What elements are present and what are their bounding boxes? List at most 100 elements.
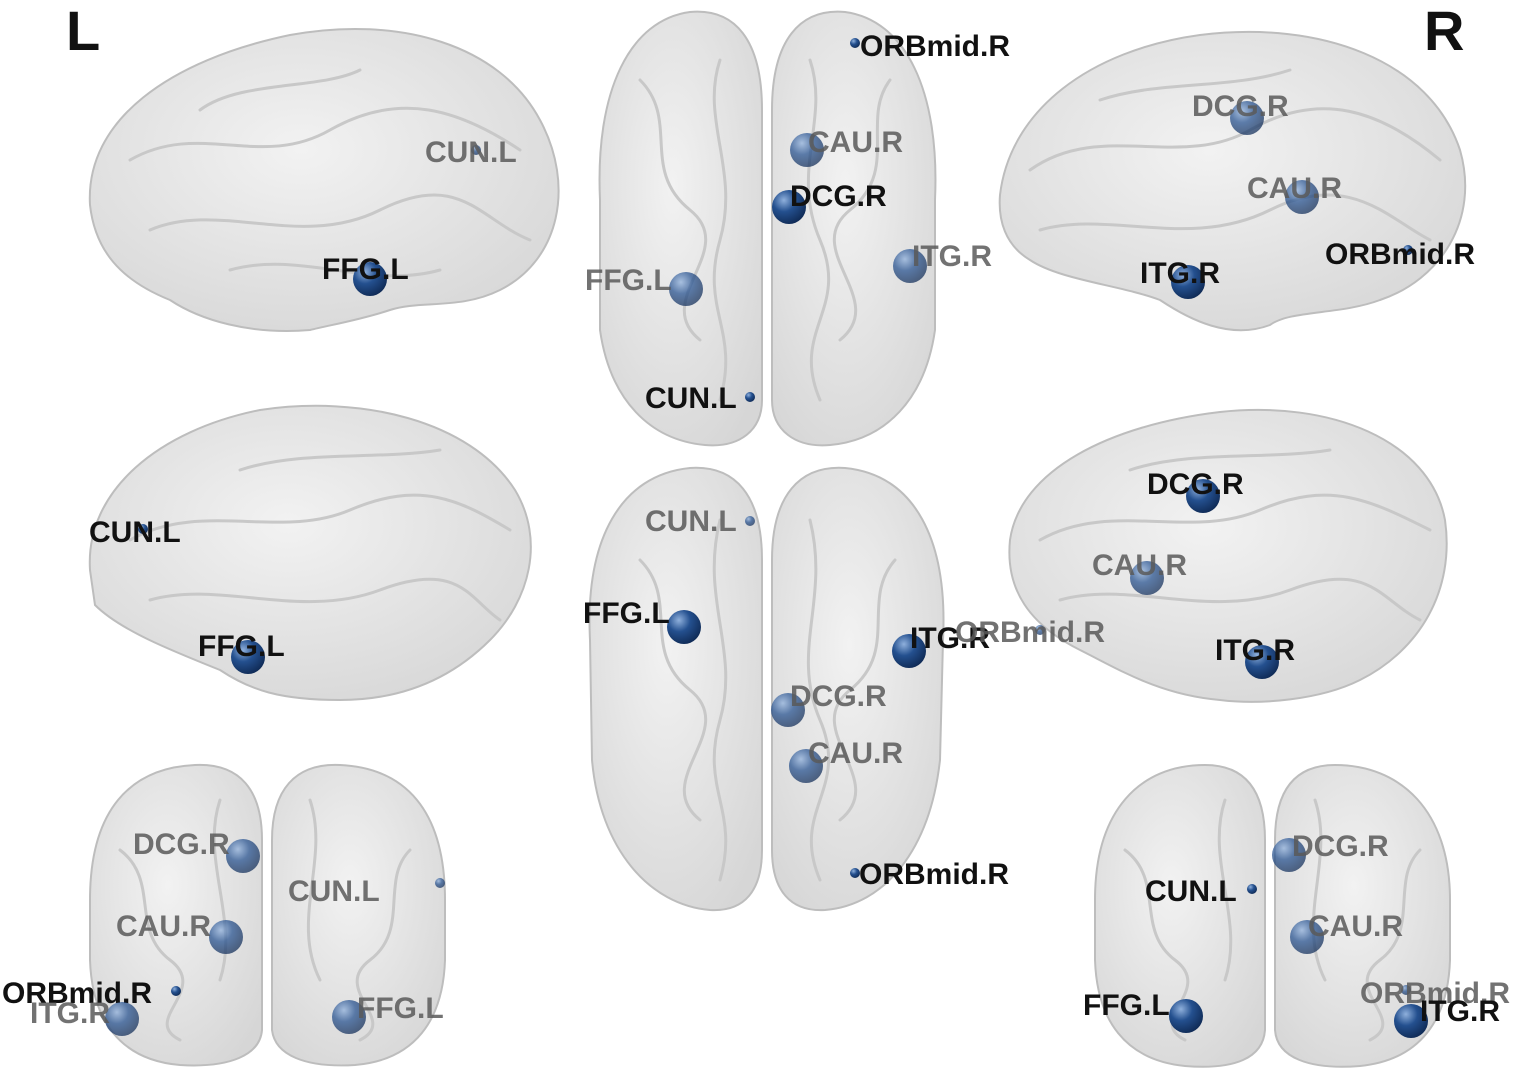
inferior-label-dcg-r: DCG.R (790, 680, 887, 713)
superior-node-cun-l (745, 392, 755, 402)
right-hemisphere-label: R (1424, 0, 1465, 62)
superior-brain-surface-right (771, 10, 937, 447)
posterior-gyrus-texture (1217, 798, 1233, 982)
left-medial-gyrus-texture (148, 577, 502, 622)
superior-label-ffg-l: FFG.L (585, 264, 672, 297)
right-lateral-label-dcg-r: DCG.R (1192, 90, 1289, 123)
superior-label-itg-r: ITG.R (912, 240, 992, 273)
superior-node-dcg-r (772, 190, 806, 224)
posterior-node-ffg-l (1169, 999, 1203, 1033)
right-lateral-label-cau-r: CAU.R (1247, 172, 1342, 205)
superior-label-cun-l: CUN.L (645, 382, 737, 415)
left-medial-node-cun-l (138, 524, 148, 534)
anterior-label-itg-r: ITG.R (30, 997, 110, 1030)
left-lateral-gyrus-texture (148, 193, 532, 242)
posterior-node-cun-l (1247, 884, 1257, 894)
posterior-gyrus-texture (1365, 848, 1422, 1042)
right-lateral-gyrus-texture (1098, 68, 1292, 102)
superior-gyrus-texture (832, 78, 892, 342)
inferior-label-cau-r: CAU.R (808, 737, 903, 770)
right-lateral-node-orbmid-r (1403, 245, 1413, 255)
superior-node-itg-r (893, 249, 927, 283)
posterior-brain-surface-left (1094, 763, 1266, 1068)
right-medial-node-itg-r (1245, 645, 1279, 679)
superior-node-orbmid-r (850, 38, 860, 48)
right-lateral-brain-surface (998, 30, 1467, 332)
left-medial-node-ffg-l (231, 640, 265, 674)
superior-node-cau-r (790, 133, 824, 167)
left-lateral-node-ffg-l (353, 262, 387, 296)
anterior-node-itg-r (105, 1002, 139, 1036)
posterior-label-cun-l: CUN.L (1145, 875, 1237, 908)
inferior-gyrus-texture (832, 558, 897, 822)
left-lateral-gyrus-texture (128, 106, 522, 162)
posterior-label-dcg-r: DCG.R (1292, 830, 1389, 863)
inferior-node-itg-r (892, 634, 926, 668)
anterior-gyrus-texture (118, 848, 185, 1042)
right-medial-gyrus-texture (1128, 448, 1332, 472)
right-medial-label-orbmid-r: ORBmid.R (955, 616, 1105, 649)
posterior-node-cau-r (1290, 920, 1324, 954)
left-hemisphere-label: L (66, 0, 101, 62)
inferior-gyrus-texture (712, 518, 728, 882)
anterior-gyrus-texture (212, 798, 228, 982)
right-medial-label-dcg-r: DCG.R (1147, 468, 1244, 501)
left-lateral-gyrus-texture (198, 68, 362, 112)
anterior-label-cau-r: CAU.R (116, 910, 211, 943)
posterior-label-itg-r: ITG.R (1420, 995, 1500, 1028)
anterior-node-ffg-l (332, 1000, 366, 1034)
inferior-label-orbmid-r: ORBmid.R (859, 858, 1009, 891)
anterior-node-orbmid-r (171, 986, 181, 996)
anterior-label-ffg-l: FFG.L (357, 992, 444, 1025)
right-lateral-node-cau-r (1285, 180, 1319, 214)
inferior-label-ffg-l: FFG.L (583, 597, 670, 630)
superior-label-cau-r: CAU.R (808, 126, 903, 159)
anterior-label-dcg-r: DCG.R (133, 828, 230, 861)
inferior-node-cau-r (789, 749, 823, 783)
superior-gyrus-texture (712, 58, 728, 402)
anterior-node-dcg-r (226, 839, 260, 873)
left-medial-label-ffg-l: FFG.L (198, 630, 285, 663)
posterior-label-cau-r: CAU.R (1308, 910, 1403, 943)
anterior-label-cun-l: CUN.L (288, 875, 380, 908)
right-lateral-node-dcg-r (1230, 101, 1264, 135)
inferior-node-cun-l (745, 516, 755, 526)
superior-gyrus-texture (806, 58, 831, 402)
anterior-gyrus-texture (306, 798, 322, 982)
left-medial-gyrus-texture (238, 448, 442, 472)
superior-brain-surface-left (598, 10, 763, 447)
right-medial-brain-surface (1008, 408, 1448, 703)
right-medial-label-itg-r: ITG.R (1215, 634, 1295, 667)
left-lateral-label-ffg-l: FFG.L (322, 253, 409, 286)
right-medial-node-cau-r (1130, 561, 1164, 595)
inferior-label-itg-r: ITG.R (910, 622, 990, 655)
right-medial-node-dcg-r (1186, 479, 1220, 513)
superior-node-ffg-l (669, 272, 703, 306)
right-lateral-label-itg-r: ITG.R (1140, 257, 1220, 290)
right-lateral-label-orbmid-r: ORBmid.R (1325, 238, 1475, 271)
left-medial-gyrus-texture (128, 493, 512, 542)
posterior-node-orbmid-r (1401, 985, 1411, 995)
left-lateral-gyrus-texture (228, 262, 442, 278)
left-medial-brain-surface (88, 404, 532, 702)
inferior-label-cun-l: CUN.L (645, 505, 737, 538)
anterior-brain-surface-left (89, 763, 263, 1067)
anterior-node-cun-l (435, 878, 445, 888)
left-lateral-label-cun-l: CUN.L (425, 136, 517, 169)
left-lateral-node-cun-l (471, 145, 481, 155)
posterior-label-ffg-l: FFG.L (1083, 989, 1170, 1022)
inferior-node-dcg-r (771, 693, 805, 727)
right-medial-label-cau-r: CAU.R (1092, 549, 1187, 582)
superior-label-orbmid-r: ORBmid.R (860, 30, 1010, 63)
inferior-node-orbmid-r (850, 868, 860, 878)
posterior-label-orbmid-r: ORBmid.R (1360, 977, 1510, 1010)
superior-label-dcg-r: DCG.R (790, 180, 887, 213)
inferior-node-ffg-l (667, 610, 701, 644)
right-medial-gyrus-texture (1038, 493, 1432, 542)
right-lateral-node-itg-r (1171, 265, 1205, 299)
posterior-node-dcg-r (1272, 838, 1306, 872)
posterior-node-itg-r (1394, 1004, 1428, 1038)
inferior-gyrus-texture (806, 518, 831, 882)
